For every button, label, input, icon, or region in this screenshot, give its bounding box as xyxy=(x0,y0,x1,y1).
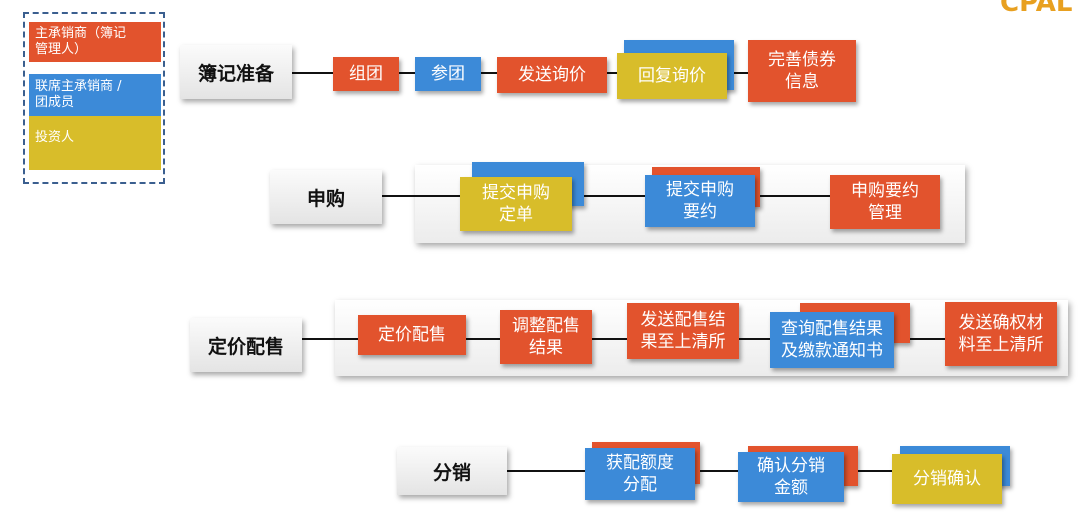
stage-subscription: 申购 xyxy=(270,170,382,224)
step-send-allocation: 发送配售结 果至上清所 xyxy=(627,303,739,359)
step-reply-inquiry: 回复询价 xyxy=(617,53,727,99)
step-pricing-allocation: 定价配售 xyxy=(358,315,466,355)
legend: 主承销商（簿记 管理人） 联席主承销商 / 团成员 投资人 xyxy=(23,12,165,184)
legend-item-lead-underwriter: 主承销商（簿记 管理人） xyxy=(29,22,161,62)
step-distribution-confirm: 分销确认 xyxy=(892,454,1002,504)
step-join-syndicate: 参团 xyxy=(415,57,481,91)
corner-logo-text: CPAL xyxy=(1000,0,1073,18)
stage-pricing: 定价配售 xyxy=(190,318,302,372)
row3-connector xyxy=(300,338,945,340)
stage-bookbuilding: 簿记准备 xyxy=(180,45,292,99)
step-confirm-amount: 确认分销 金额 xyxy=(738,452,844,502)
step-query-allocation: 查询配售结果 及缴款通知书 xyxy=(770,312,894,368)
step-complete-bond-info: 完善债券 信息 xyxy=(748,40,856,102)
step-quota-allocation: 获配额度 分配 xyxy=(585,448,695,500)
step-submit-offer: 提交申购 要约 xyxy=(645,175,755,227)
row4-connector xyxy=(505,470,905,472)
stage-distribution: 分销 xyxy=(397,447,507,495)
legend-item-co-underwriter: 联席主承销商 / 团成员 xyxy=(29,74,161,116)
step-submit-order: 提交申购 定单 xyxy=(460,177,572,231)
legend-item-investor: 投资人 xyxy=(29,116,161,170)
step-form-syndicate: 组团 xyxy=(333,57,399,91)
step-send-confirmation: 发送确权材 料至上清所 xyxy=(945,302,1057,366)
row2-connector xyxy=(380,195,840,197)
step-manage-offer: 申购要约 管理 xyxy=(830,175,940,229)
step-adjust-allocation: 调整配售 结果 xyxy=(500,310,592,364)
step-send-inquiry: 发送询价 xyxy=(497,57,607,93)
